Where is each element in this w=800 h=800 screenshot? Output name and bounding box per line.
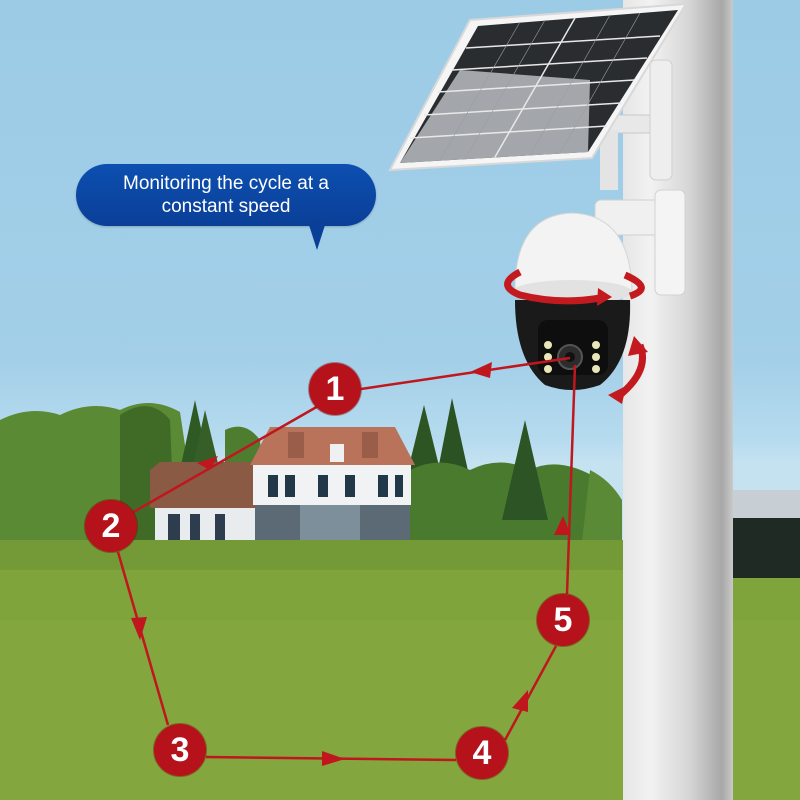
country-house <box>150 427 415 544</box>
patrol-point-label: 3 <box>170 730 190 769</box>
callout-bubble: Monitoring the cycle at a constant speed <box>76 164 376 226</box>
patrol-point-5: 5 <box>537 594 589 646</box>
solar-panel <box>388 2 688 172</box>
patrol-point-label: 4 <box>472 733 492 772</box>
patrol-point-label: 5 <box>553 600 573 639</box>
patrol-point-3: 3 <box>154 724 206 776</box>
patrol-point-label: 1 <box>325 369 345 408</box>
patrol-point-1: 1 <box>309 363 361 415</box>
callout-tail <box>308 222 326 250</box>
patrol-point-2: 2 <box>85 500 137 552</box>
callout-line-1: Monitoring the cycle at a <box>123 173 329 194</box>
patrol-point-4: 4 <box>456 727 508 779</box>
callout-line-2: constant speed <box>161 196 291 217</box>
patrol-point-label: 2 <box>101 506 121 545</box>
